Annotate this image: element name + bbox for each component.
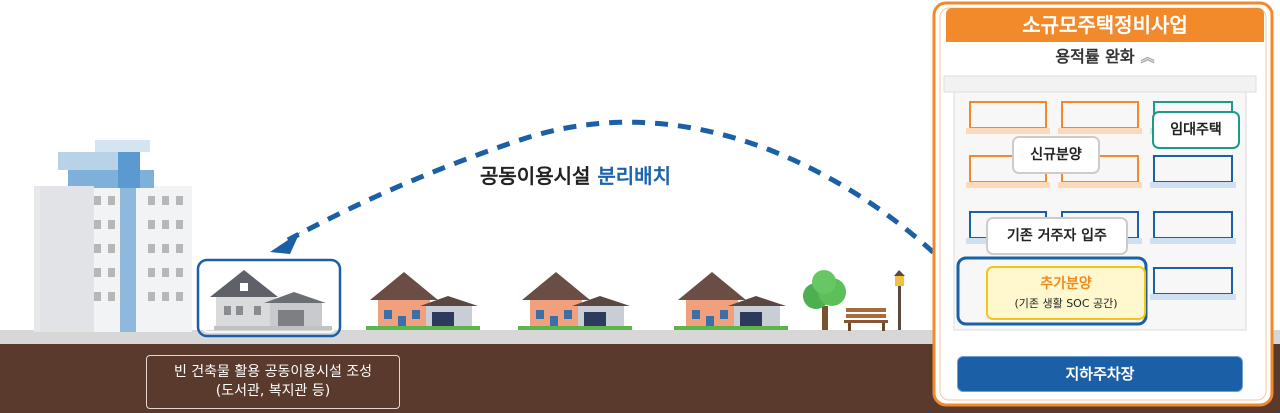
- arc-label-highlight: 분리배치: [597, 164, 671, 188]
- additional-sale-note: (기존 생활 SOC 공간): [1014, 297, 1118, 310]
- underground-parking-label: 지하주차장: [957, 356, 1243, 392]
- panel-subtitle: 용적률 완화 ︽: [946, 44, 1264, 71]
- relocation-arc-arrow: [286, 119, 952, 270]
- empty-building-caption: 빈 건축물 활용 공동이용시설 조성 (도서관, 복지관 등): [146, 355, 400, 409]
- arrow-head-icon: [270, 232, 300, 254]
- tag-additional-sale: 추가분양 (기존 생활 SOC 공간): [986, 266, 1146, 320]
- empty-house-icon: [210, 270, 332, 330]
- house-icon: [518, 272, 632, 330]
- apartment-building: [34, 140, 192, 332]
- arc-label: 공동이용시설 분리배치: [480, 160, 671, 189]
- tag-existing-residents: 기존 거주자 입주: [986, 217, 1128, 255]
- subtitle-text: 용적률 완화: [1055, 47, 1135, 66]
- caption-line-1: 빈 건축물 활용 공동이용시설 조성: [173, 364, 373, 380]
- arc-label-prefix: 공동이용시설: [480, 164, 591, 188]
- highlight-frame-empty-house: [196, 258, 342, 338]
- bench-icon: [844, 308, 888, 331]
- tag-new-sale: 신규분양: [1012, 136, 1100, 174]
- street-lamp-icon: [894, 270, 905, 330]
- tag-rental-housing: 임대주택: [1152, 111, 1240, 149]
- house-icon: [366, 272, 480, 330]
- double-chevron-up-icon: ︽: [1140, 50, 1155, 66]
- tree-icon: [803, 270, 846, 330]
- caption-line-2: (도서관, 복지관 등): [215, 383, 331, 399]
- panel-title: 소규모주택정비사업: [946, 8, 1264, 42]
- house-icon: [674, 272, 788, 330]
- additional-sale-label: 추가분양: [1040, 276, 1092, 292]
- highlight-frame-additional-sale: [956, 256, 1148, 326]
